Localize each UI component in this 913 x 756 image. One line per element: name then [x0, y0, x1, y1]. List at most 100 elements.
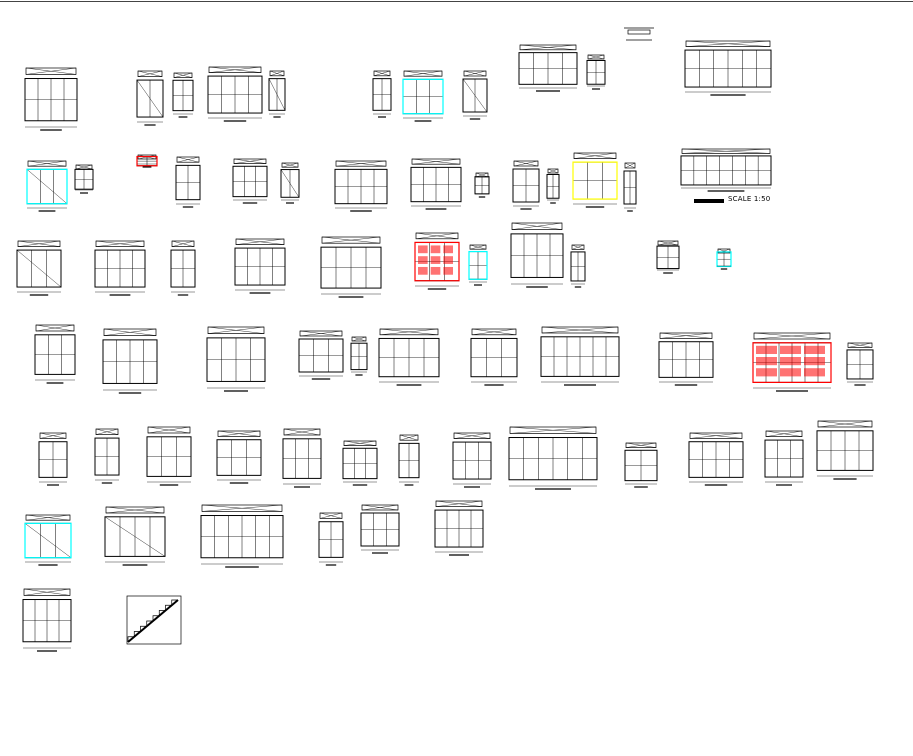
cad-drawing-elevation-22 — [512, 160, 540, 210]
drawing-linework — [624, 27, 654, 41]
drawing-linework — [268, 70, 286, 118]
drawing-linework — [170, 240, 196, 296]
drawing-linework — [16, 240, 62, 296]
drawing-linework — [26, 160, 68, 212]
drawing-linework — [846, 342, 874, 386]
cad-drawing-elevation-61 — [816, 420, 874, 480]
cad-drawing-ceiling-detail-11 — [624, 20, 654, 46]
cad-drawing-elevation-6 — [372, 70, 392, 118]
cad-drawing-section-2 — [136, 70, 164, 126]
drawing-linework — [414, 232, 460, 290]
cad-drawing-elevation-25 — [623, 162, 637, 212]
cad-drawing-elevation-10 — [586, 54, 606, 90]
cad-drawing-elevation-26 — [680, 148, 772, 192]
cad-drawing-elevation-36 — [656, 240, 680, 274]
drawing-linework — [468, 244, 488, 286]
cad-drawing-elevation-39 — [102, 328, 158, 394]
drawing-linework — [234, 238, 286, 294]
drawing-linework — [398, 434, 420, 486]
drawing-linework — [320, 236, 382, 298]
scale-bar — [694, 199, 724, 203]
cad-drawing-elevation-31 — [320, 236, 382, 298]
cad-drawing-elevation-4 — [207, 66, 263, 122]
drawing-linework — [764, 430, 804, 486]
cad-drawing-section-18 — [280, 162, 300, 204]
cad-drawing-section-5 — [268, 70, 286, 118]
cad-drawing-elevation-1 — [24, 67, 78, 131]
cad-drawing-elevation-60 — [764, 430, 804, 486]
drawing-linework — [474, 172, 490, 198]
drawing-linework — [688, 432, 744, 486]
drawing-linework — [378, 328, 440, 386]
cad-drawing-elevation-49 — [38, 432, 68, 486]
cad-drawing-elevation-46 — [658, 332, 714, 386]
cad-drawing-elevation-19 — [334, 160, 388, 212]
cad-drawing-elevation-64 — [200, 504, 284, 568]
cad-drawing-elevation-30 — [234, 238, 286, 294]
cad-drawing-elevation-43 — [378, 328, 440, 386]
cad-drawing-stair-section-69 — [126, 590, 182, 646]
cad-drawing-elevation-21 — [474, 172, 490, 198]
cad-drawing-elevation-66 — [360, 504, 400, 554]
cad-drawing-elevation-45 — [540, 326, 620, 386]
cad-drawing-section-13 — [26, 160, 68, 212]
cad-drawing-elevation-47 — [752, 332, 832, 392]
cad-drawing-elevation-17 — [232, 158, 268, 204]
cad-drawing-elevation-34 — [510, 222, 564, 288]
drawing-linework — [586, 54, 606, 90]
drawing-linework — [200, 504, 284, 568]
cad-drawing-elevation-59 — [688, 432, 744, 486]
cad-drawing-elevation-20 — [410, 158, 462, 210]
cad-drawing-elevation-28 — [94, 240, 146, 296]
cad-drawing-elevation-37 — [716, 248, 732, 270]
cad-drawing-elevation-44 — [470, 328, 518, 386]
drawing-linework — [74, 164, 94, 194]
cad-drawing-elevation-68 — [22, 588, 72, 652]
drawing-linework — [172, 72, 194, 118]
sheet-top-border — [0, 1, 913, 2]
drawing-linework — [206, 326, 266, 392]
drawing-linework — [24, 514, 72, 566]
cad-drawing-section-63 — [104, 506, 166, 566]
cad-drawing-section-27 — [16, 240, 62, 296]
drawing-linework — [102, 328, 158, 394]
drawing-linework — [684, 40, 772, 96]
drawing-linework — [24, 67, 78, 131]
cad-drawing-elevation-3 — [172, 72, 194, 118]
cad-drawing-elevation-24 — [572, 152, 618, 208]
drawing-linework — [175, 156, 201, 208]
drawing-linework — [624, 442, 658, 488]
cad-drawing-elevation-16 — [175, 156, 201, 208]
cad-drawing-elevation-23 — [546, 168, 560, 204]
drawing-linework — [402, 70, 444, 122]
drawing-linework — [334, 160, 388, 212]
cad-drawing-elevation-38 — [34, 324, 76, 384]
drawing-linework — [508, 426, 598, 490]
drawing-linework — [22, 588, 72, 652]
drawing-linework — [94, 428, 120, 484]
cad-drawing-elevation-58 — [624, 442, 658, 488]
drawing-linework — [318, 512, 344, 566]
drawing-linework — [146, 426, 192, 486]
scale-label: SCALE 1:50 — [728, 195, 771, 203]
drawing-linework — [572, 152, 618, 208]
drawing-linework — [680, 148, 772, 192]
drawing-linework — [282, 428, 322, 488]
drawing-linework — [34, 324, 76, 384]
cad-drawing-elevation-56 — [452, 432, 492, 488]
drawing-linework — [216, 430, 262, 484]
drawing-linework — [350, 336, 368, 376]
drawing-linework — [136, 154, 158, 168]
drawing-linework — [136, 70, 164, 126]
drawing-linework — [232, 158, 268, 204]
cad-drawing-elevation-29 — [170, 240, 196, 296]
cad-drawing-elevation-9 — [518, 44, 578, 92]
cad-drawing-elevation-54 — [342, 440, 378, 486]
drawing-linework — [372, 70, 392, 118]
drawing-linework — [512, 160, 540, 210]
cad-drawing-elevation-15 — [136, 154, 158, 168]
cad-drawing-elevation-12 — [684, 40, 772, 96]
cad-drawing-elevation-51 — [146, 426, 192, 486]
drawing-linework — [94, 240, 146, 296]
cad-drawing-elevation-33 — [468, 244, 488, 286]
